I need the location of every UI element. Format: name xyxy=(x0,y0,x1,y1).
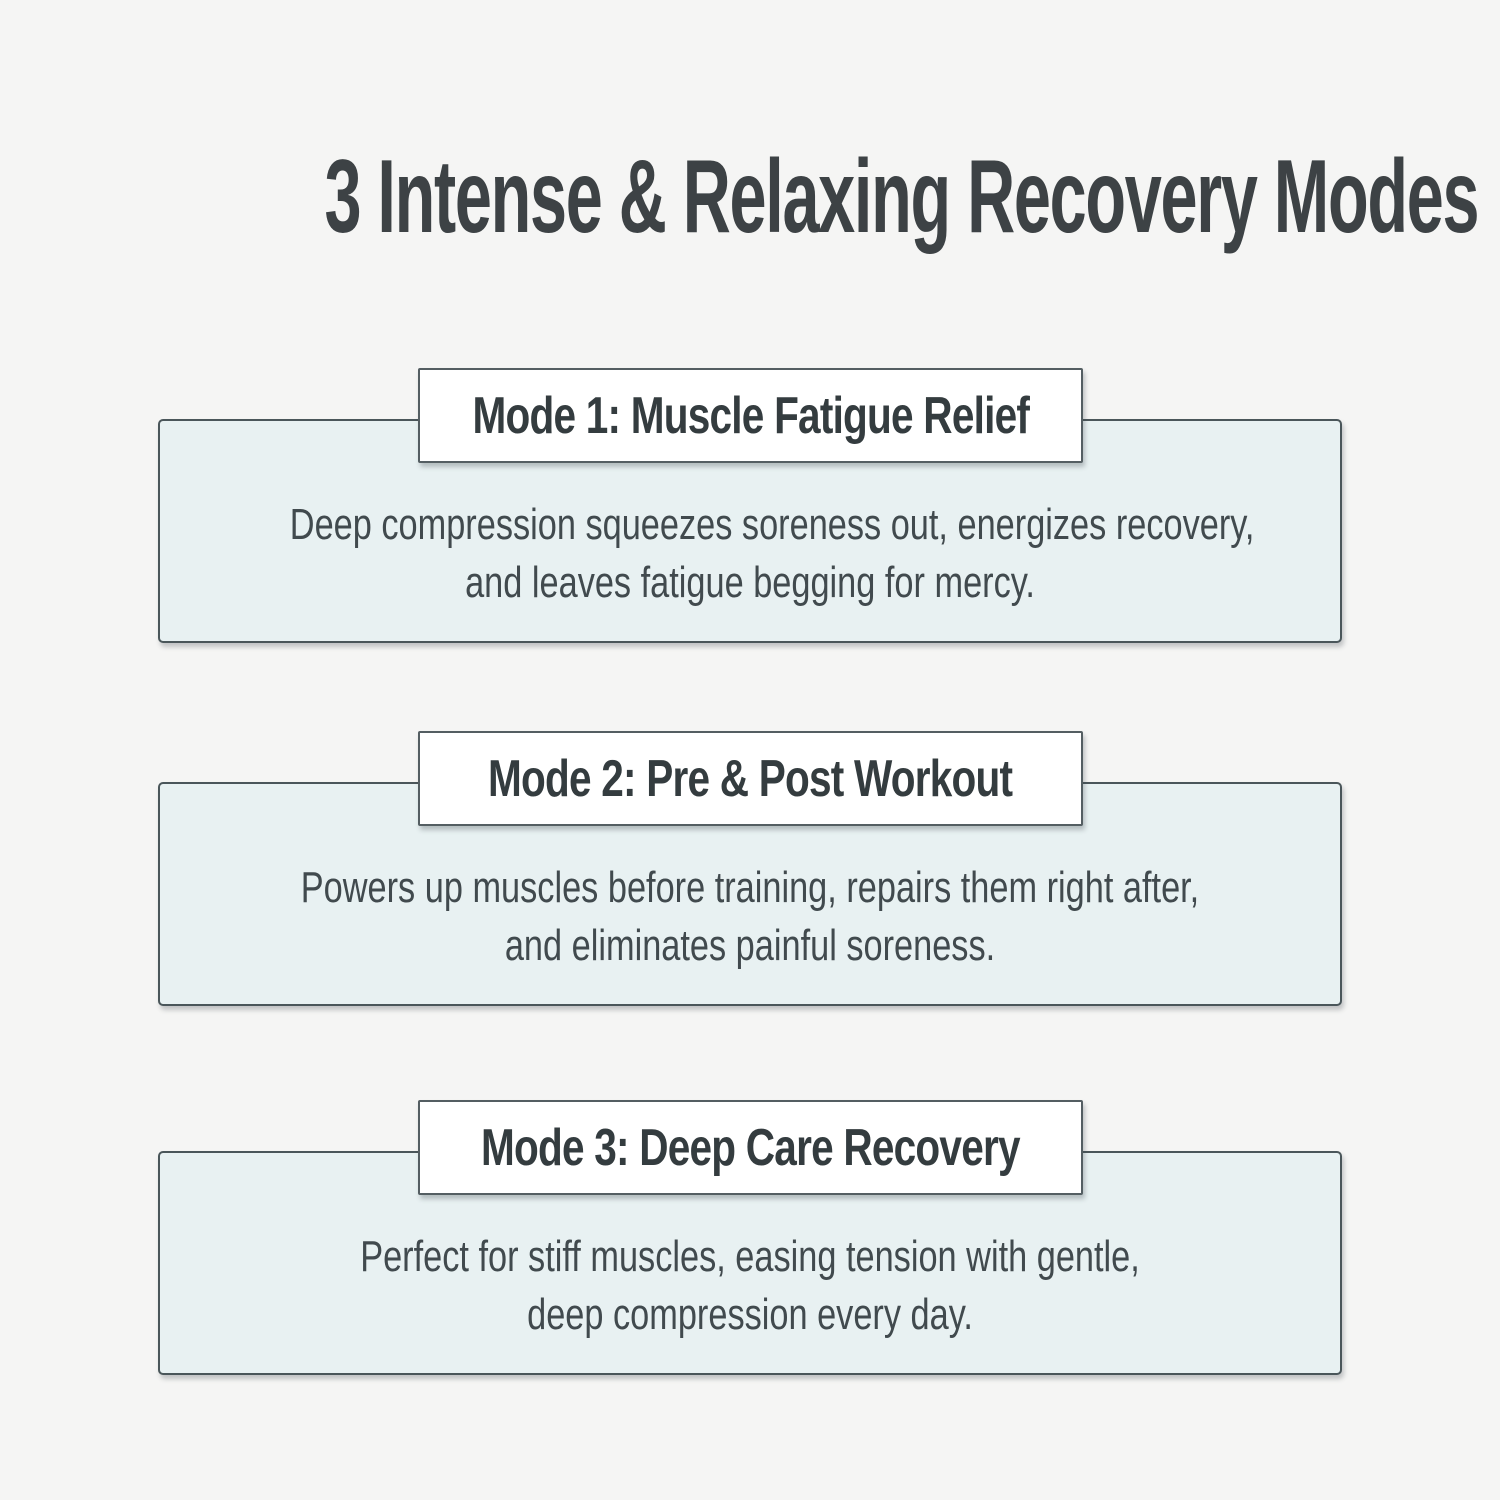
mode-3-header: Mode 3: Deep Care Recovery xyxy=(418,1100,1083,1195)
mode-3-description-line-2: deep compression every day. xyxy=(527,1290,973,1339)
mode-2-header-label: Mode 2: Pre & Post Workout xyxy=(488,749,1013,808)
page-title-text: 3 Intense & Relaxing Recovery Modes xyxy=(324,139,1479,255)
mode-3-header-label: Mode 3: Deep Care Recovery xyxy=(481,1118,1021,1177)
mode-1-description-line-1: Deep compression squeezes soreness out, … xyxy=(289,500,1255,549)
mode-1-description-line-2: and leaves fatigue begging for mercy. xyxy=(465,558,1035,607)
mode-card-2: Powers up muscles before training, repai… xyxy=(0,731,1500,1016)
mode-card-1: Deep compression squeezes soreness out, … xyxy=(0,368,1500,653)
mode-card-3: Perfect for stiff muscles, easing tensio… xyxy=(0,1100,1500,1385)
mode-2-header: Mode 2: Pre & Post Workout xyxy=(418,731,1083,826)
mode-2-description-line-1: Powers up muscles before training, repai… xyxy=(300,863,1200,912)
page-title: 3 Intense & Relaxing Recovery Modes xyxy=(0,140,1500,254)
mode-2-description-line-2: and eliminates painful soreness. xyxy=(504,921,996,970)
mode-1-header: Mode 1: Muscle Fatigue Relief xyxy=(418,368,1083,463)
mode-3-description-line-1: Perfect for stiff muscles, easing tensio… xyxy=(360,1232,1140,1281)
mode-1-header-label: Mode 1: Muscle Fatigue Relief xyxy=(472,386,1029,445)
